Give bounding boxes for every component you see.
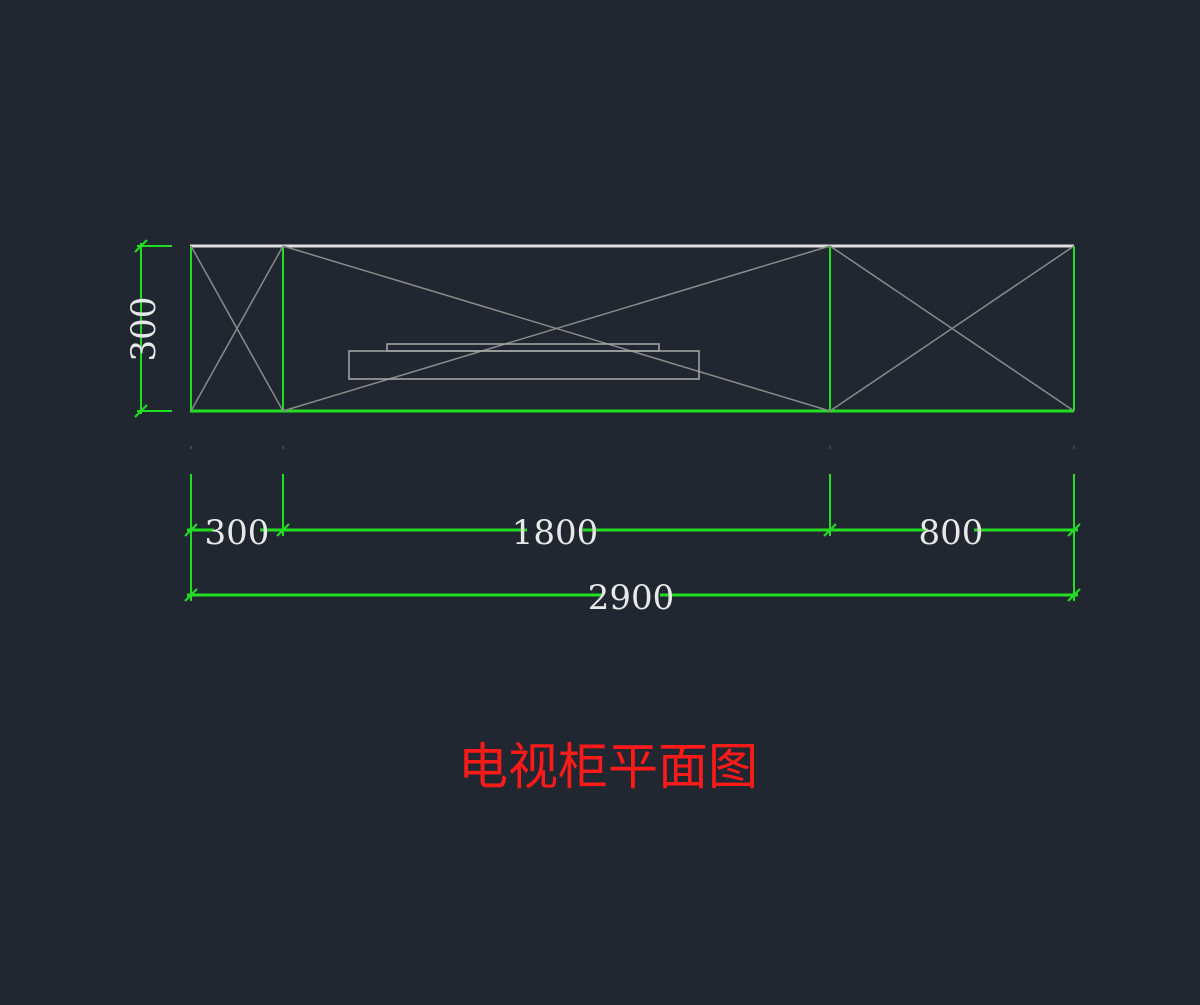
compartment-left-cross [190,245,284,412]
total-dimension-label: 2900 [588,578,675,618]
extension-lines [190,474,1075,601]
tv-outline [348,343,700,380]
segment-right-label: 800 [919,513,984,553]
cabinet-plan [190,244,1075,413]
depth-dimension [134,239,172,418]
depth-dimension-label: 300 [124,297,164,362]
drawing-title: 电视柜平面图 [458,738,758,796]
segment-dimension-ticks [184,523,1081,537]
tv-body [348,350,700,380]
total-dimension-ticks [184,588,1081,602]
faint-ticks [190,446,1075,449]
segment-middle-label: 1800 [512,513,599,553]
compartment-right-cross [829,245,1075,412]
compartment-middle-cross [282,245,831,412]
segment-left-label: 300 [205,513,270,553]
